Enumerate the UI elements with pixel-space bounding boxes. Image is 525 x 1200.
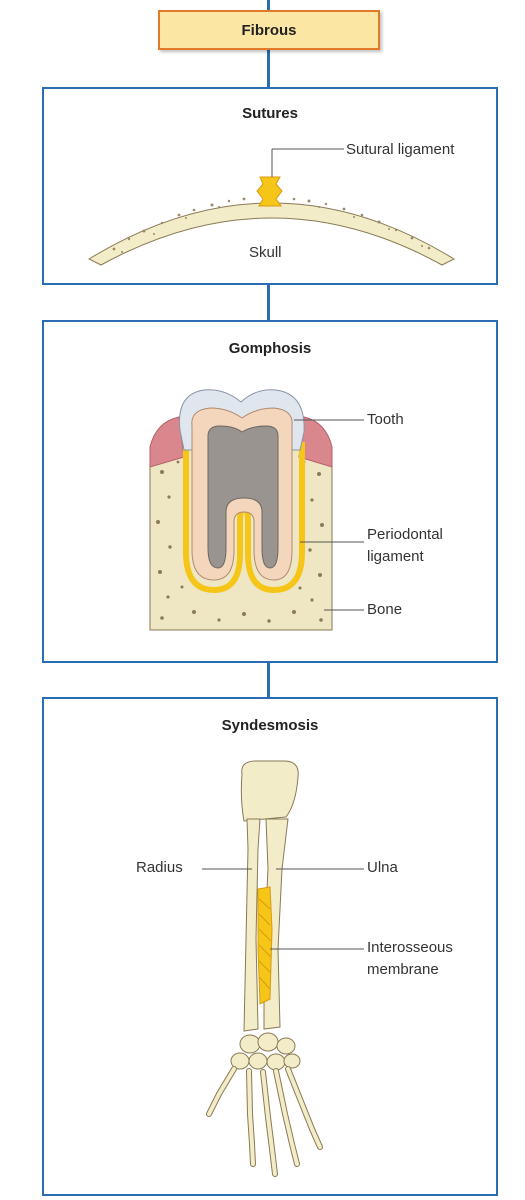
bone-texture [156,460,324,623]
tooth-pulp [207,425,279,569]
sutures-panel: Sutures Sutural ligament Skull [42,87,498,285]
sutures-title: Sutures [242,105,298,122]
membrane-label-line1: Interosseous [367,939,453,956]
syndesmosis-panel: Syndesmosis [42,697,498,1196]
connector-header-sutures [267,50,270,88]
sutural-ligament-label: Sutural ligament [346,141,455,158]
radius-bone [243,818,261,1032]
sutures-illustration [87,148,456,266]
tooth-label: Tooth [367,411,404,428]
connector-top [267,0,270,10]
carpal-bones [230,1032,301,1071]
periodontal-label-line1: Periodontal [367,526,443,543]
skull-label: Skull [249,244,282,261]
connector-sutures-gomphosis [267,285,270,321]
skull-bone-texture [112,197,431,253]
connector-gomphosis-syndesmosis [267,662,270,698]
syndesmosis-illustration [202,760,364,1177]
skull-arc [87,202,456,266]
gomphosis-illustration [149,389,364,631]
bone-label: Bone [367,601,403,618]
membrane-label-line2: membrane [367,961,439,978]
ulna-label: Ulna [367,859,398,876]
gomphosis-title: Gomphosis [228,340,312,357]
fibrous-header: Fibrous [158,10,380,50]
radius-label: Radius [136,859,183,876]
elbow-end [240,760,299,822]
periodontal-label-line2: ligament [367,548,424,565]
gomphosis-panel: Gomphosis Tooth Periodontal ligament [42,320,498,663]
sutural-ligament [256,176,283,207]
syndesmosis-title: Syndesmosis [221,717,319,734]
